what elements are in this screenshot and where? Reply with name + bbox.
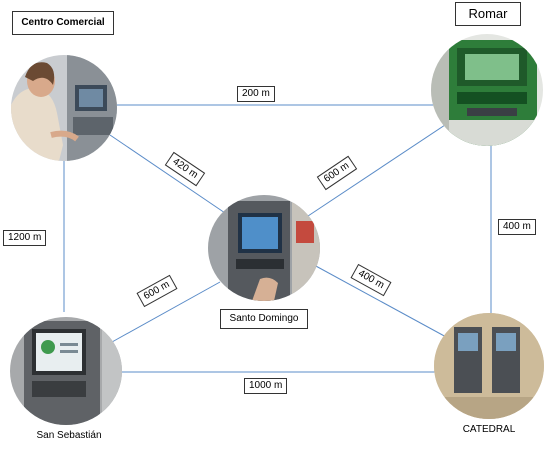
santo-domingo-atm-photo: [208, 195, 320, 301]
distance-centro-san-sebastian: 1200 m: [3, 230, 47, 246]
edge-santo-domingo-catedral: [313, 264, 449, 339]
romar-label: Romar: [455, 2, 521, 26]
centro-comercial-label-text: Centro Comercial: [21, 17, 105, 28]
distance-san-sebastian-catedral: 1000 m: [244, 378, 288, 394]
catedral-label-text: CATEDRAL: [462, 424, 516, 435]
santo-domingo-label: Santo Domingo: [220, 309, 308, 329]
san-sebastian-label-text: San Sebastián: [36, 430, 102, 441]
romar-label-text: Romar: [468, 6, 508, 21]
catedral-atm-photo: [434, 313, 544, 419]
catedral-label: CATEDRAL: [456, 420, 522, 442]
san-sebastian-label: San Sebastián: [28, 426, 110, 448]
romar-atm-photo: [431, 34, 543, 146]
santo-domingo-label-text: Santo Domingo: [229, 313, 299, 324]
edge-centro-santo-domingo: [109, 134, 229, 216]
san-sebastian-atm-photo: [10, 317, 122, 425]
edge-romar-santo-domingo: [304, 124, 446, 219]
centro-comercial-atm-photo: [11, 55, 117, 161]
edge-santo-domingo-san-sebastian: [111, 281, 221, 343]
distance-centro-romar: 200 m: [237, 86, 275, 102]
distance-romar-catedral: 400 m: [498, 219, 536, 235]
centro-comercial-label: Centro Comercial: [12, 11, 114, 35]
